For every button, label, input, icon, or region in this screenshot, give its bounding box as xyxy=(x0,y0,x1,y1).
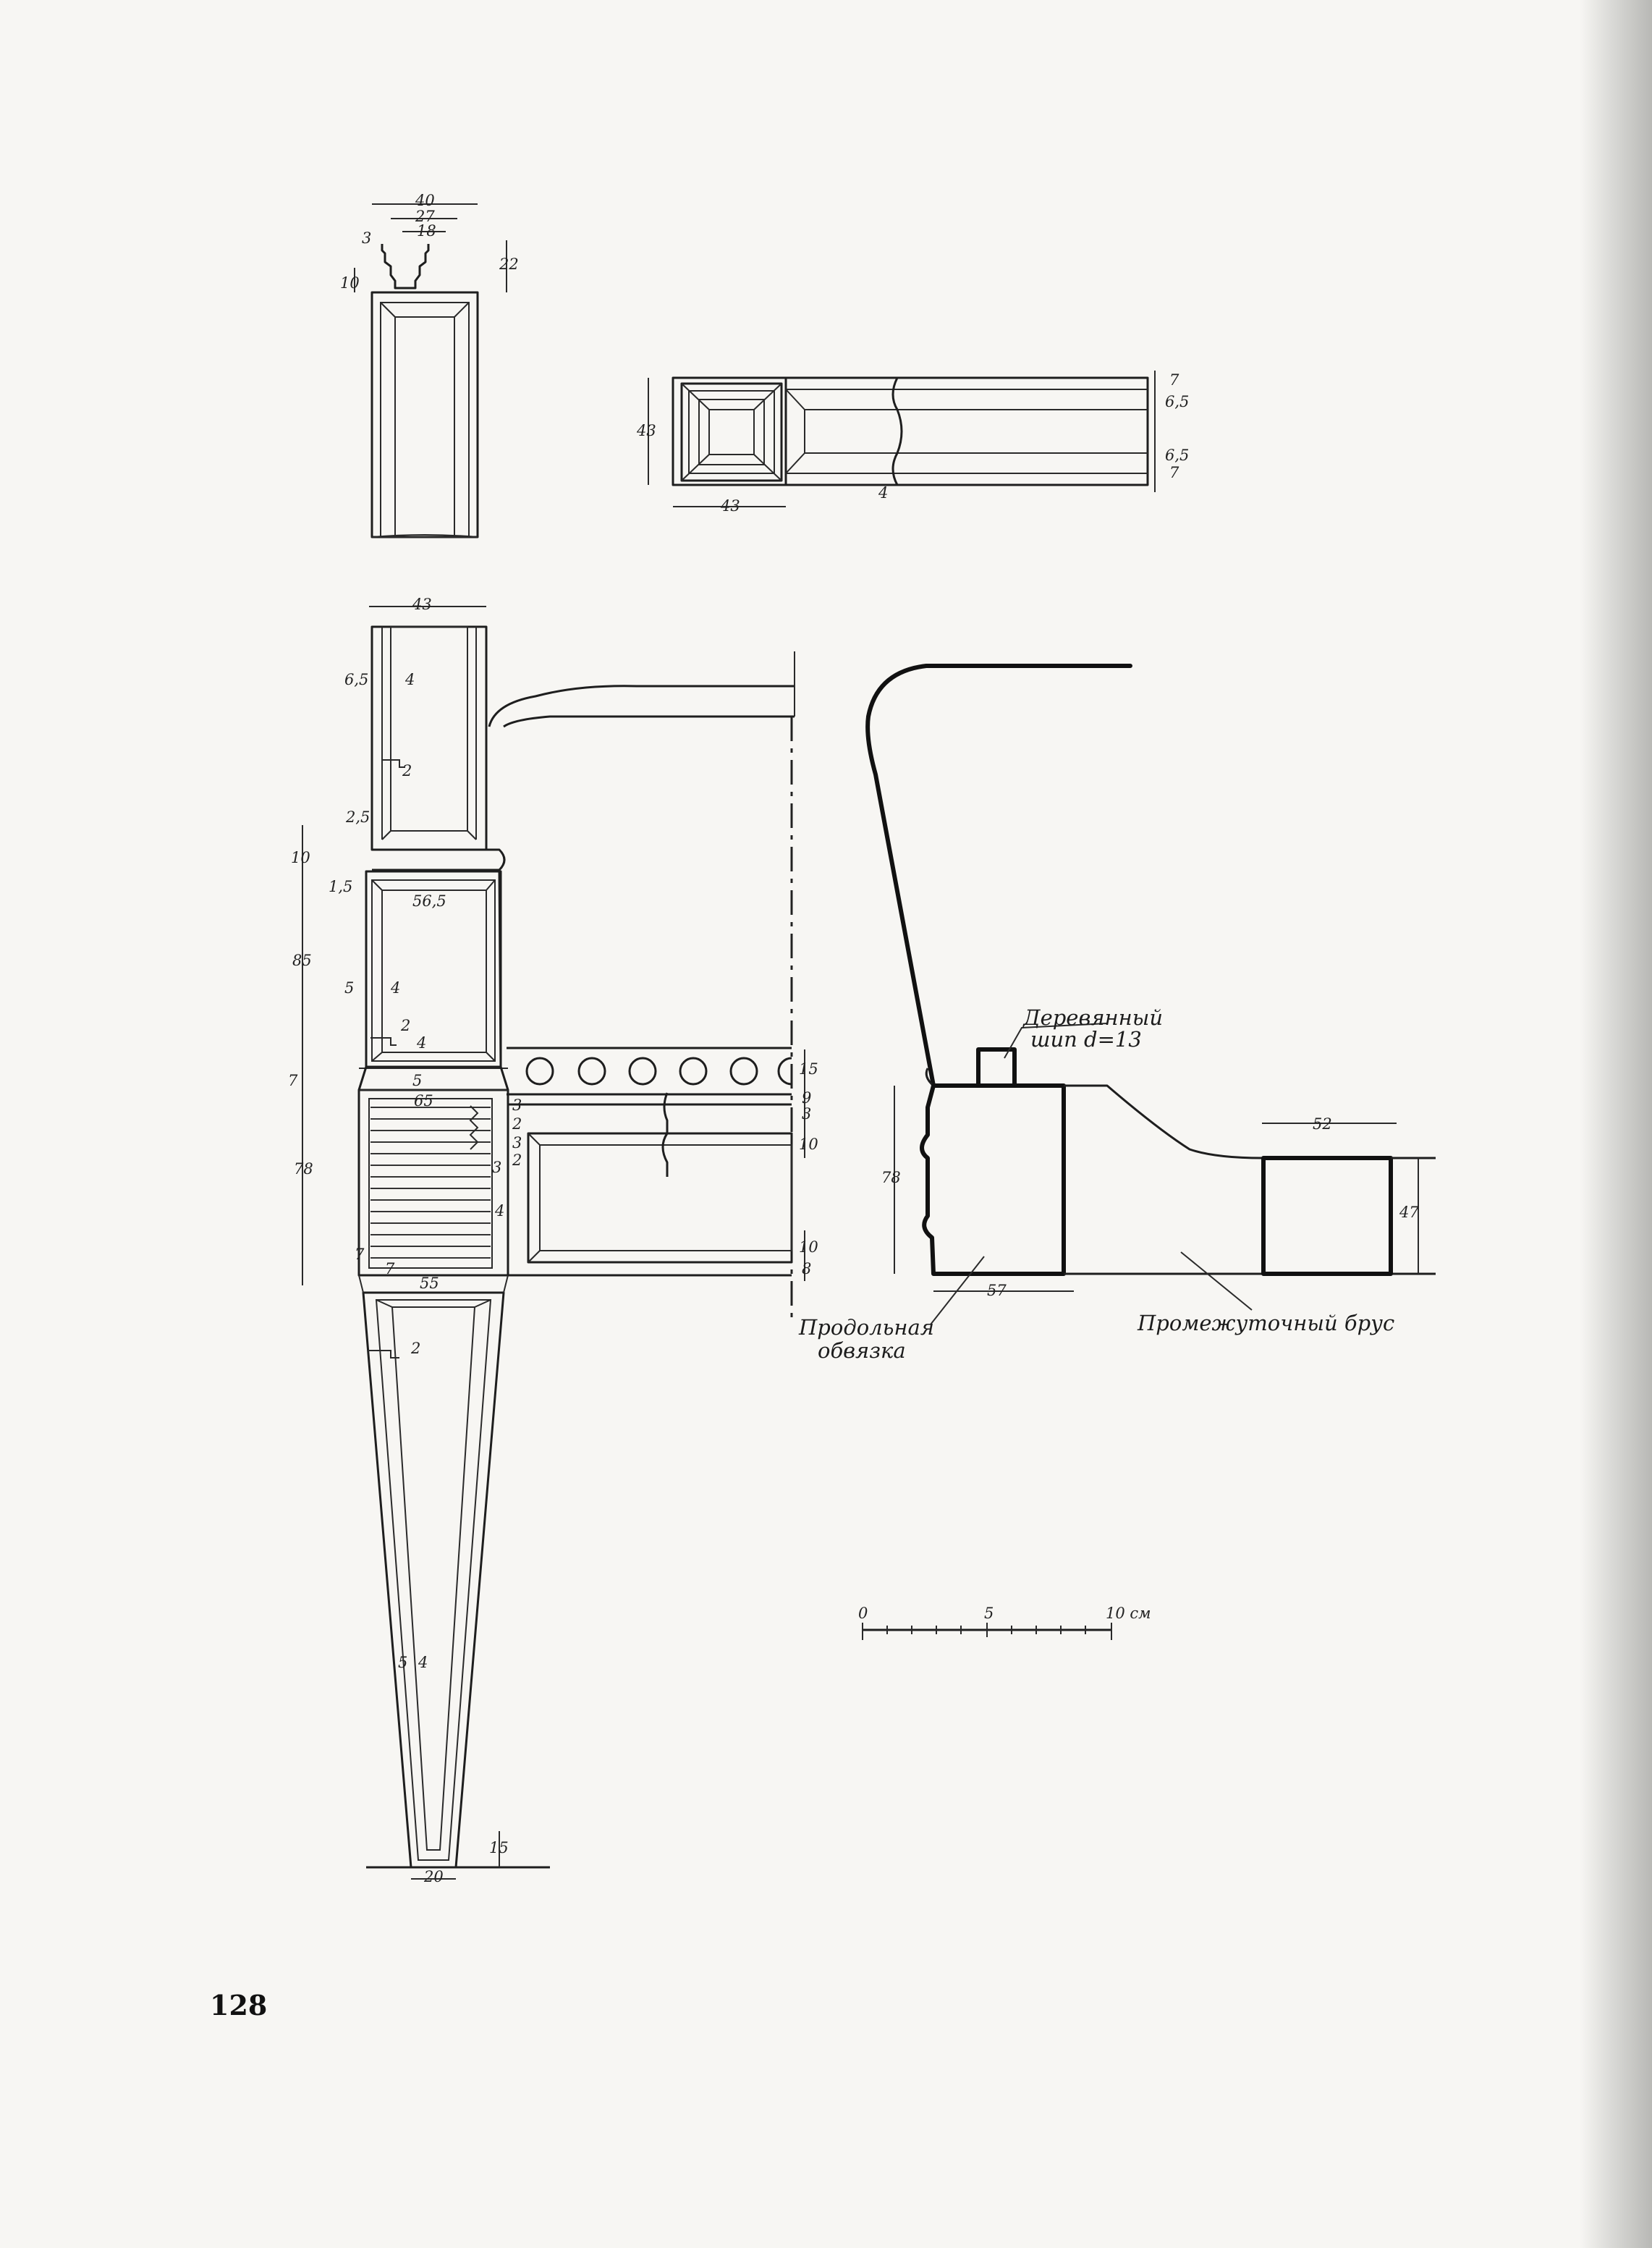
dim-leg-4c: 4 xyxy=(416,1034,426,1052)
dim-rail-15: 15 xyxy=(799,1060,818,1078)
dimension-labels: 40 27 18 3 10 22 43 43 4 7 6,5 6,5 7 43 … xyxy=(288,192,1419,1885)
captions: Деревянный шип d=13 Продольная обвязка П… xyxy=(798,1005,1394,1363)
scale-bar xyxy=(862,1623,1112,1640)
dim-leg-2a: 2 xyxy=(402,762,412,779)
rail-section xyxy=(488,651,805,1317)
dim-leg-65: 6,5 xyxy=(344,671,368,688)
dim-leg-85: 85 xyxy=(292,952,312,969)
caption-longitudinal-rail-2: обвязка xyxy=(818,1338,906,1363)
dim-rail-3: 3 xyxy=(802,1105,811,1123)
dim-top-27: 27 xyxy=(415,208,435,225)
scale-label-5: 5 xyxy=(984,1605,994,1622)
dim-rail-9: 9 xyxy=(802,1089,811,1107)
dim-plan-7a: 7 xyxy=(1169,371,1179,389)
dim-plan-43-w: 43 xyxy=(720,497,740,515)
dim-sec-47: 47 xyxy=(1399,1204,1419,1221)
scale-label-10: 10 см xyxy=(1106,1605,1151,1622)
dim-top-40: 40 xyxy=(415,192,435,209)
finial-elevation xyxy=(354,203,507,538)
dim-leg-4e: 4 xyxy=(418,1654,428,1671)
caption-intermediate-bar: Промежуточный брус xyxy=(1137,1311,1394,1335)
page-edge-shadow xyxy=(1580,0,1652,2248)
dim-leg-3c: 3 xyxy=(492,1159,501,1176)
dim-leg-25: 2,5 xyxy=(345,808,370,826)
dim-leg-10: 10 xyxy=(291,849,310,866)
dim-leg-5a: 5 xyxy=(344,979,354,997)
dim-plan-43-h: 43 xyxy=(636,422,656,439)
caption-wooden-dowel-2: шип d=13 xyxy=(1030,1027,1142,1052)
dim-leg-65b: 65 xyxy=(414,1092,433,1110)
dim-leg-55: 55 xyxy=(420,1275,439,1292)
dim-leg-565: 56,5 xyxy=(412,892,446,910)
dim-top-22: 22 xyxy=(499,255,519,273)
dim-leg-2c: 2 xyxy=(512,1115,522,1133)
plan-view xyxy=(648,371,1156,507)
dim-rail-10a: 10 xyxy=(799,1136,818,1153)
dim-leg-7a: 7 xyxy=(288,1072,298,1089)
dim-plan-7b: 7 xyxy=(1169,464,1179,481)
dim-leg-7c: 7 xyxy=(385,1260,395,1277)
dim-leg-20: 20 xyxy=(423,1868,444,1885)
caption-wooden-dowel-1: Деревянный xyxy=(1022,1005,1163,1030)
dim-top-3: 3 xyxy=(362,229,371,247)
dim-sec-78: 78 xyxy=(881,1169,901,1186)
dim-leg-3b: 3 xyxy=(512,1134,522,1152)
page-number: 128 xyxy=(210,1989,267,2021)
dim-leg-2d: 2 xyxy=(512,1152,522,1169)
dim-leg-2e: 2 xyxy=(410,1340,420,1357)
dim-top-18: 18 xyxy=(417,222,436,240)
dim-leg-5c: 5 xyxy=(398,1654,407,1671)
dim-sec-57: 57 xyxy=(987,1282,1007,1299)
dim-leg-43: 43 xyxy=(412,596,432,613)
dim-plan-4: 4 xyxy=(878,484,888,502)
dim-rail-10b: 10 xyxy=(799,1238,818,1256)
dim-leg-2b: 2 xyxy=(400,1017,410,1034)
dim-leg-4d: 4 xyxy=(494,1202,504,1220)
dim-leg-3a: 3 xyxy=(512,1096,522,1114)
dim-leg-78: 78 xyxy=(294,1160,313,1178)
dim-leg-5b: 5 xyxy=(412,1072,422,1089)
dim-leg-15b: 15 xyxy=(489,1839,509,1856)
dim-plan-65a: 6,5 xyxy=(1165,393,1189,410)
dim-leg-7b: 7 xyxy=(355,1246,365,1263)
dim-leg-4a: 4 xyxy=(404,671,415,688)
dim-leg-15: 1,5 xyxy=(329,878,352,895)
cross-section xyxy=(865,664,1436,1325)
caption-longitudinal-rail-1: Продольная xyxy=(798,1315,934,1340)
dim-top-10: 10 xyxy=(340,274,360,292)
dim-sec-52: 52 xyxy=(1313,1115,1332,1133)
dim-leg-4b: 4 xyxy=(390,979,400,997)
dim-plan-65b: 6,5 xyxy=(1165,447,1189,464)
scale-label-0: 0 xyxy=(858,1605,868,1622)
dim-rail-8: 8 xyxy=(802,1260,811,1277)
leg-elevation xyxy=(302,606,550,1880)
